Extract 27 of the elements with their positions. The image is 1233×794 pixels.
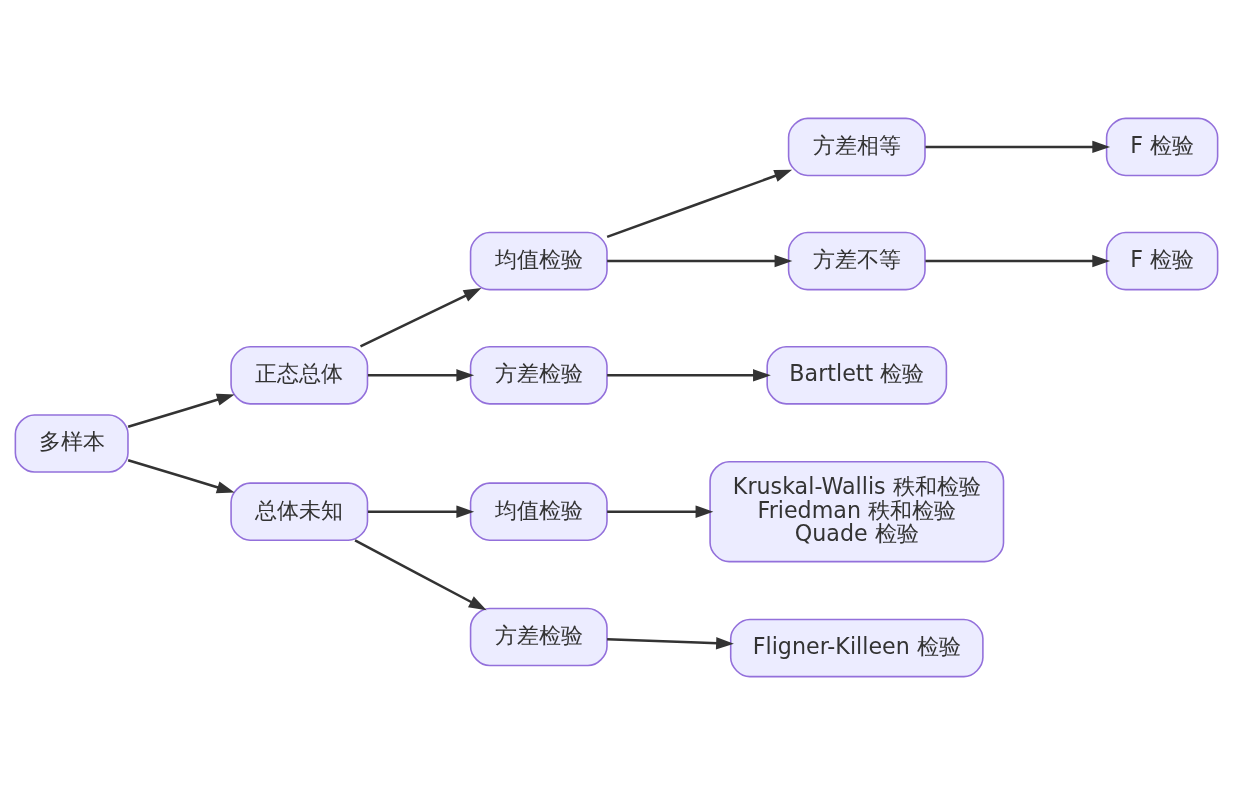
- node-box: 方差检验: [469, 607, 608, 666]
- node-box: Bartlett 检验: [766, 345, 948, 405]
- arrow: [127, 393, 235, 428]
- arrow: [607, 368, 771, 382]
- arrow: [367, 504, 475, 518]
- node-box: F 检验: [1105, 231, 1219, 290]
- node-box: 方差不等: [787, 231, 926, 290]
- arrow: [607, 254, 793, 267]
- arrow: [925, 140, 1111, 153]
- arrow: [367, 368, 475, 382]
- arrow: [359, 287, 482, 348]
- node-box: 均值检验: [469, 481, 608, 541]
- arrow: [354, 538, 487, 610]
- node-box: 均值检验: [469, 231, 608, 290]
- node-box: 方差相等: [787, 117, 926, 176]
- arrow: [607, 636, 734, 649]
- arrow: [606, 169, 793, 238]
- node-box: Kruskal-Wallis 秩和检验 Friedman 秩和检验 Quade 检验: [709, 460, 1005, 562]
- node-box: 总体未知: [230, 481, 369, 541]
- node-box: F 检验: [1105, 117, 1219, 176]
- node-box: 多样本: [14, 413, 129, 473]
- node-box: 正态总体: [230, 345, 369, 405]
- arrow: [607, 504, 714, 518]
- arrow: [925, 254, 1111, 267]
- node-box: Fligner-Killeen 检验: [729, 618, 984, 677]
- node-box: 方差检验: [469, 345, 608, 405]
- arrow: [127, 458, 235, 493]
